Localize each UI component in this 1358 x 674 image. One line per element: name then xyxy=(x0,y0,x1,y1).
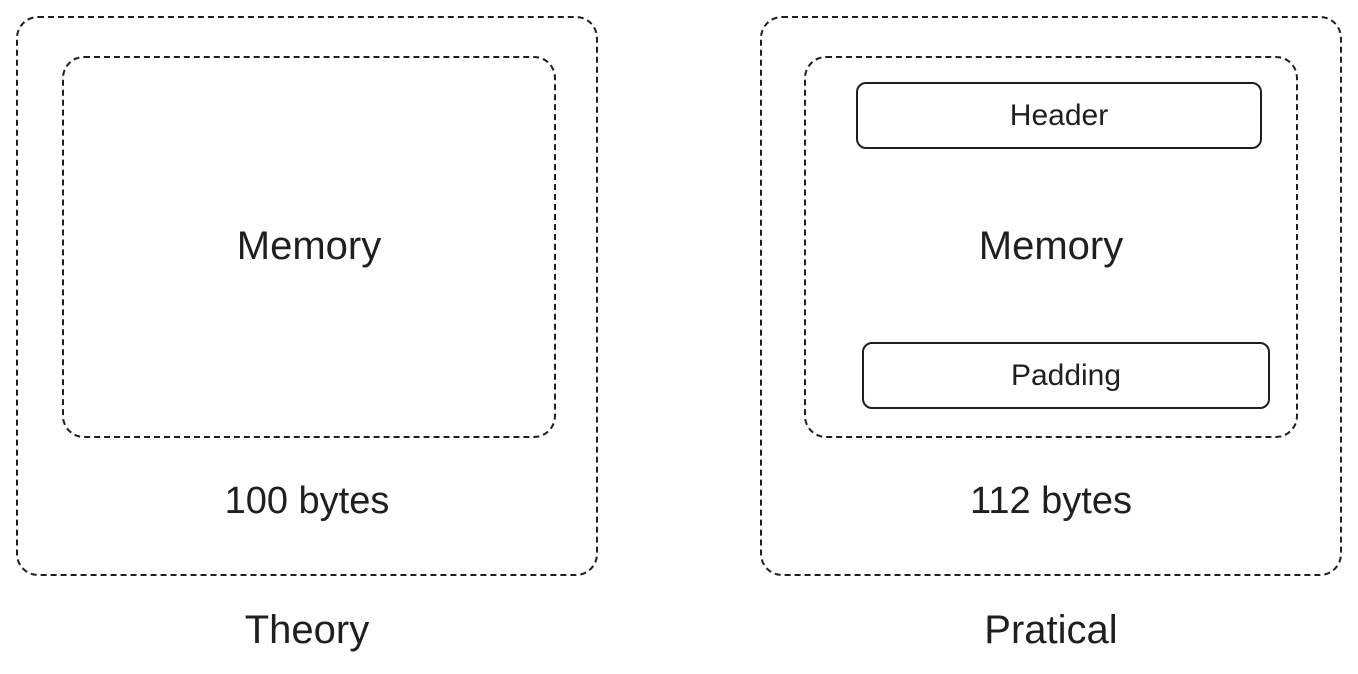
practical-caption: Pratical xyxy=(984,608,1118,652)
theory-size-label: 100 bytes xyxy=(224,480,390,522)
practical-memory-label: Memory xyxy=(978,224,1124,268)
practical-outer-box xyxy=(760,16,1342,576)
header-label: Header xyxy=(1009,98,1109,132)
theory-caption: Theory xyxy=(244,608,370,652)
practical-size-label: 112 bytes xyxy=(970,480,1132,522)
header-block: Header xyxy=(856,82,1262,149)
padding-block: Padding xyxy=(862,342,1270,409)
theory-memory-label: Memory xyxy=(236,224,382,268)
theory-outer-box xyxy=(16,16,598,576)
practical-memory-box xyxy=(804,56,1298,438)
theory-memory-box xyxy=(62,56,556,438)
padding-label: Padding xyxy=(1010,358,1122,392)
